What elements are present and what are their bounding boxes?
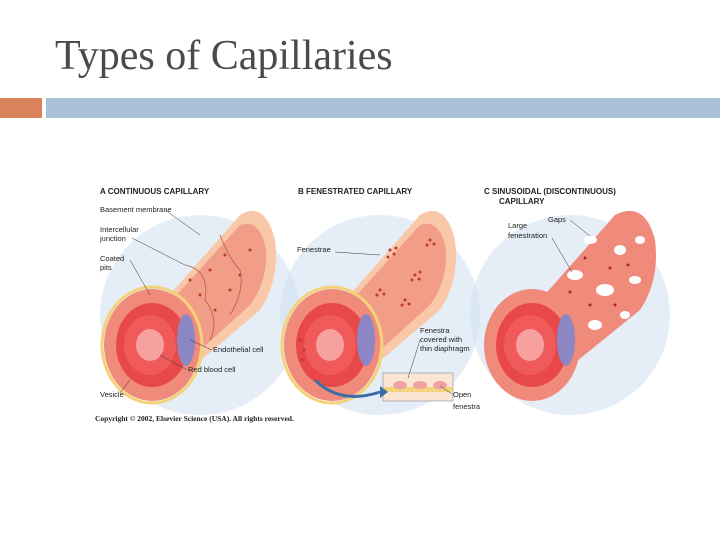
basement-membrane-ring (100, 285, 204, 405)
capillary-types-figure: A CONTINUOUS CAPILLARY Basement membrane… (95, 187, 670, 423)
label-coated-1: Coated (100, 254, 124, 263)
panel-b-heading: B FENESTRATED CAPILLARY (298, 187, 413, 196)
panel-sinusoidal-capillary: C SINUSOIDAL (DISCONTINUOUS) CAPILLARY G… (470, 187, 670, 415)
slide-title: Types of Capillaries (55, 33, 393, 79)
label-fenestra-diaphragm-2: covered with (420, 335, 462, 344)
label-red-blood-cell: Red blood cell (188, 365, 236, 374)
basement-membrane-ring (280, 285, 384, 405)
label-fenestrae: Fenestrae (297, 245, 331, 254)
panel-c-heading-1: C SINUSOIDAL (DISCONTINUOUS) (484, 187, 616, 196)
label-coated-2: pits (100, 263, 112, 272)
endothelial-cell (557, 314, 575, 366)
label-fenestra-diaphragm-1: Fenestra (420, 326, 450, 335)
label-large-fenestration-1: Large (508, 221, 527, 230)
label-intercellular-2: junction (99, 234, 126, 243)
inset-arrow (313, 378, 381, 398)
accent-bar-blue (46, 98, 720, 118)
label-vesicle: Vesicle (100, 390, 124, 399)
endothelial-cell (357, 314, 375, 366)
junction-line (184, 264, 215, 341)
junction-line (219, 234, 242, 316)
panel-c-heading-2: CAPILLARY (499, 197, 545, 206)
red-blood-cell-center (516, 329, 544, 361)
endothelial-cell (177, 314, 195, 366)
fenestrae-clusters (298, 238, 436, 362)
label-endothelial-cell: Endothelial cell (213, 345, 264, 354)
panel-fenestrated-capillary: B FENESTRATED CAPILLARY Fenestrae Fenest… (280, 187, 481, 415)
label-intercellular-1: Intercellular (100, 225, 139, 234)
accent-bar-orange (0, 98, 42, 118)
copyright-notice: Copyright © 2002, Elsevier Science (USA)… (95, 414, 294, 423)
gap-dots (568, 256, 630, 307)
panel-a-heading: A CONTINUOUS CAPILLARY (100, 187, 210, 196)
label-fenestra-diaphragm-3: thin diaphragm (420, 344, 470, 353)
label-open-fenestra-2: fenestra (453, 402, 481, 411)
red-blood-cell-center (316, 329, 344, 361)
vesicle-dots (188, 248, 252, 312)
fenestra-inset (382, 372, 454, 402)
panel-continuous-capillary: A CONTINUOUS CAPILLARY Basement membrane… (99, 187, 300, 415)
label-basement-membrane: Basement membrane (100, 205, 172, 214)
label-open-fenestra-1: Open (453, 390, 471, 399)
label-large-fenestration-2: fenestration (508, 231, 547, 240)
label-gaps: Gaps (548, 215, 566, 224)
red-blood-cell-center (136, 329, 164, 361)
